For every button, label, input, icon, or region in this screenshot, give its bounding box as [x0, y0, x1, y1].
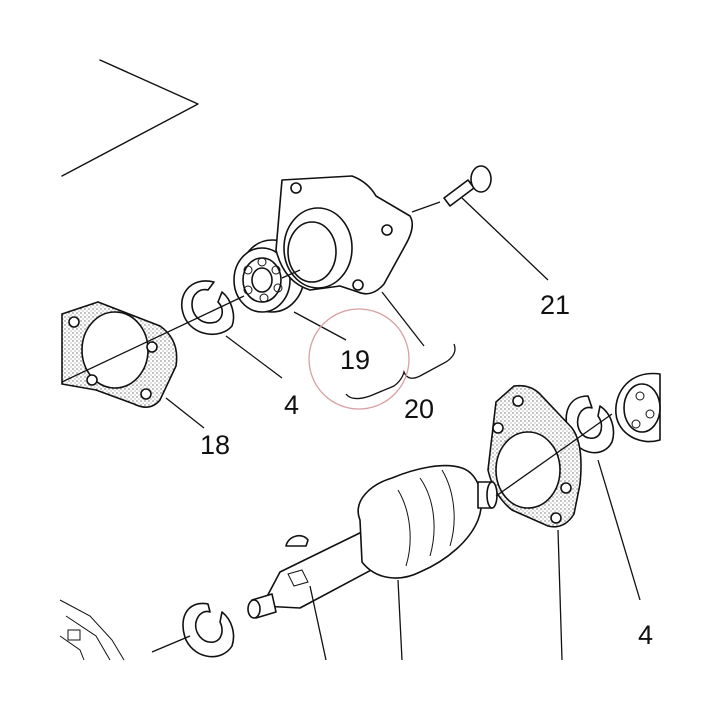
callout-4-lower: 4 — [638, 620, 653, 650]
lower-circlip — [182, 602, 235, 658]
flange-housing — [275, 175, 414, 295]
group-brace — [345, 343, 456, 400]
gear-housing-corner — [59, 599, 125, 661]
upper-circlip — [180, 280, 235, 335]
right-gasket — [487, 384, 582, 528]
right-bearing — [615, 372, 661, 443]
callout-18: 18 — [200, 430, 230, 460]
highlight-circle — [308, 308, 410, 410]
woodruff-key — [285, 534, 309, 547]
upper-bearing — [233, 239, 305, 313]
axis-lines — [61, 269, 613, 653]
housing-outline — [61, 59, 199, 177]
callout-21: 21 — [540, 290, 570, 320]
worm-shaft — [247, 464, 498, 619]
leader-lines — [165, 197, 641, 661]
callout-19: 19 — [340, 345, 370, 375]
bolt — [411, 165, 492, 213]
callout-20: 20 — [404, 394, 434, 424]
callout-4-upper: 4 — [284, 390, 299, 420]
